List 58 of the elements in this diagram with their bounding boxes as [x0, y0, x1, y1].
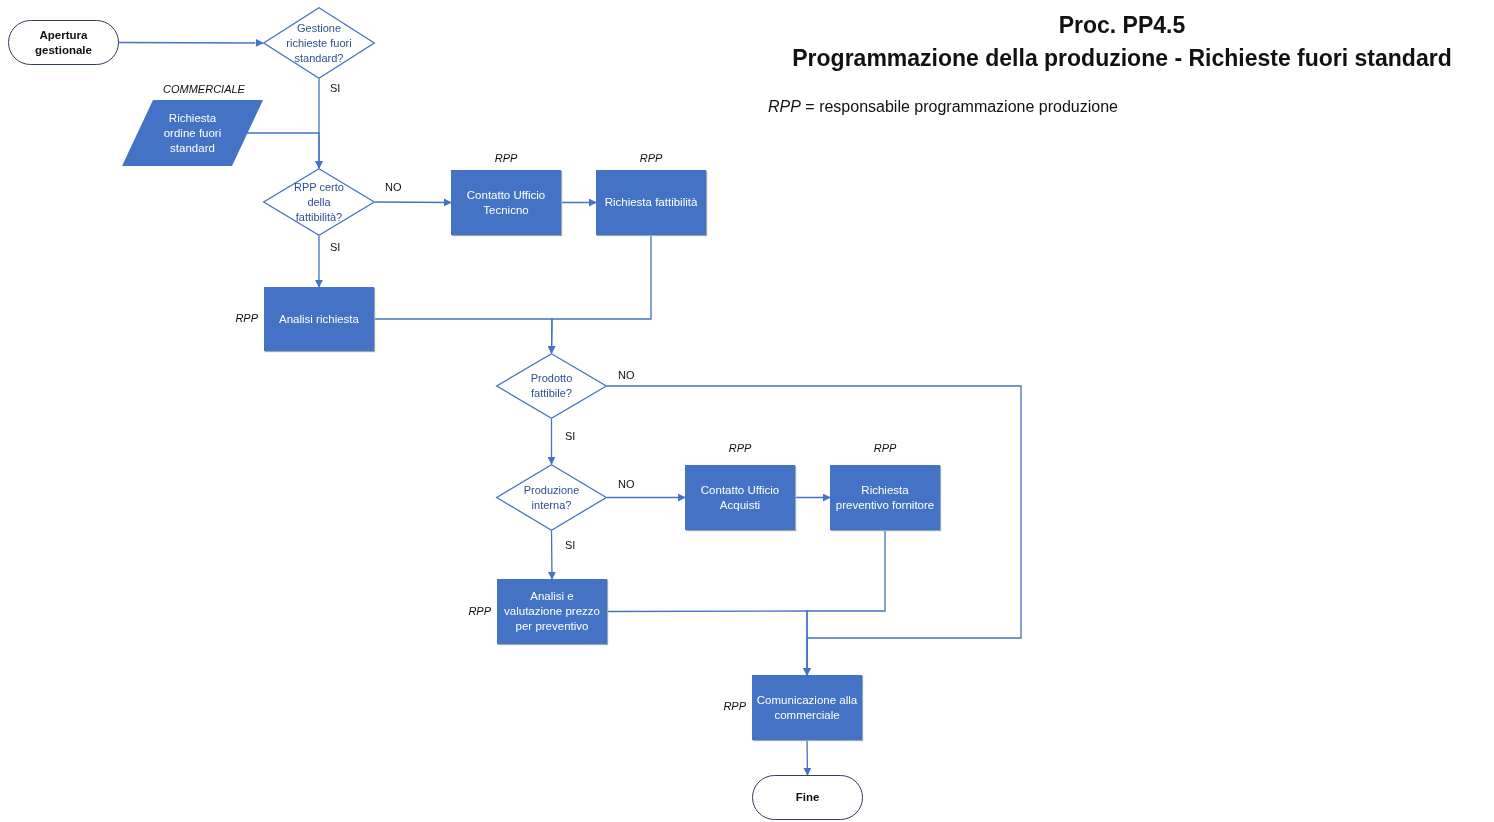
proc-number: Proc. PP4.5: [1058, 12, 1186, 39]
process-box: [752, 675, 862, 740]
node-text: RPP certo della fattibilità?: [293, 179, 345, 225]
node-text: Analisi e valutazione prezzo per preventivo: [503, 589, 601, 634]
arrow: [803, 529, 886, 676]
role-label: COMMERCIALE: [163, 83, 245, 95]
process-box: [497, 579, 607, 644]
arrow: [245, 132, 323, 169]
terminal-shape: [752, 775, 863, 820]
node-text: Fine: [795, 790, 820, 805]
terminal-shape: [8, 20, 119, 65]
arrow: [374, 198, 452, 207]
role-label: RPP: [468, 605, 491, 617]
process-box: [830, 465, 940, 530]
edge-label: SI: [329, 82, 342, 95]
process-box: [685, 465, 795, 530]
node-text: Apertura gestionale: [34, 27, 93, 58]
process-box: [264, 287, 374, 351]
node-text: Analisi richiesta: [279, 311, 359, 327]
arrow: [794, 493, 831, 502]
node-text: Contatto Ufficio Tecnicno: [465, 187, 547, 218]
edge-label: SI: [329, 241, 342, 254]
decision-diamond: [263, 168, 375, 236]
edge-label: NO: [384, 181, 403, 194]
node-text: Comunicazione alla commerciale: [756, 692, 858, 723]
decision-diamond: [263, 7, 375, 79]
role-label: RPP: [494, 152, 518, 164]
edge-label: SI: [564, 430, 577, 443]
edge-label: SI: [564, 539, 577, 552]
node-text: Richiesta ordine fuori standard: [162, 110, 223, 156]
node-text: Prodotto fattibile?: [529, 371, 574, 401]
arrow: [547, 418, 556, 465]
process-box: [451, 170, 561, 235]
decision-diamond: [496, 464, 607, 531]
diagram-title: Programmazione della produzione - Richieste fuori standard: [792, 45, 1452, 72]
role-label: RPP: [639, 152, 663, 164]
arrow: [547, 530, 556, 580]
input-parallelogram: [122, 100, 263, 166]
arrow: [606, 493, 686, 502]
node-text: Gestione richieste fuori standard?: [285, 20, 353, 66]
decision-diamond: [496, 353, 607, 419]
arrow: [547, 234, 652, 354]
role-label: RPP: [235, 312, 258, 324]
abbreviation-note: RPP = responsabile programmazione produzione: [768, 98, 1118, 116]
node-text: Richiesta fattibilità: [604, 195, 698, 210]
edge-label: NO: [617, 369, 636, 382]
arrow: [560, 198, 597, 207]
arrow: [803, 739, 812, 776]
node-text: Contatto Ufficio Acquisti: [699, 482, 781, 513]
role-label: RPP: [723, 700, 746, 712]
node-text: Produzione interna?: [522, 482, 581, 513]
edge-label: NO: [617, 478, 636, 491]
arrow: [118, 39, 264, 47]
role-label: RPP: [728, 442, 752, 454]
process-box: [596, 170, 706, 235]
node-text: Richiesta preventivo fornitore: [834, 482, 936, 513]
arrow: [315, 235, 323, 288]
role-label: RPP: [873, 442, 897, 454]
